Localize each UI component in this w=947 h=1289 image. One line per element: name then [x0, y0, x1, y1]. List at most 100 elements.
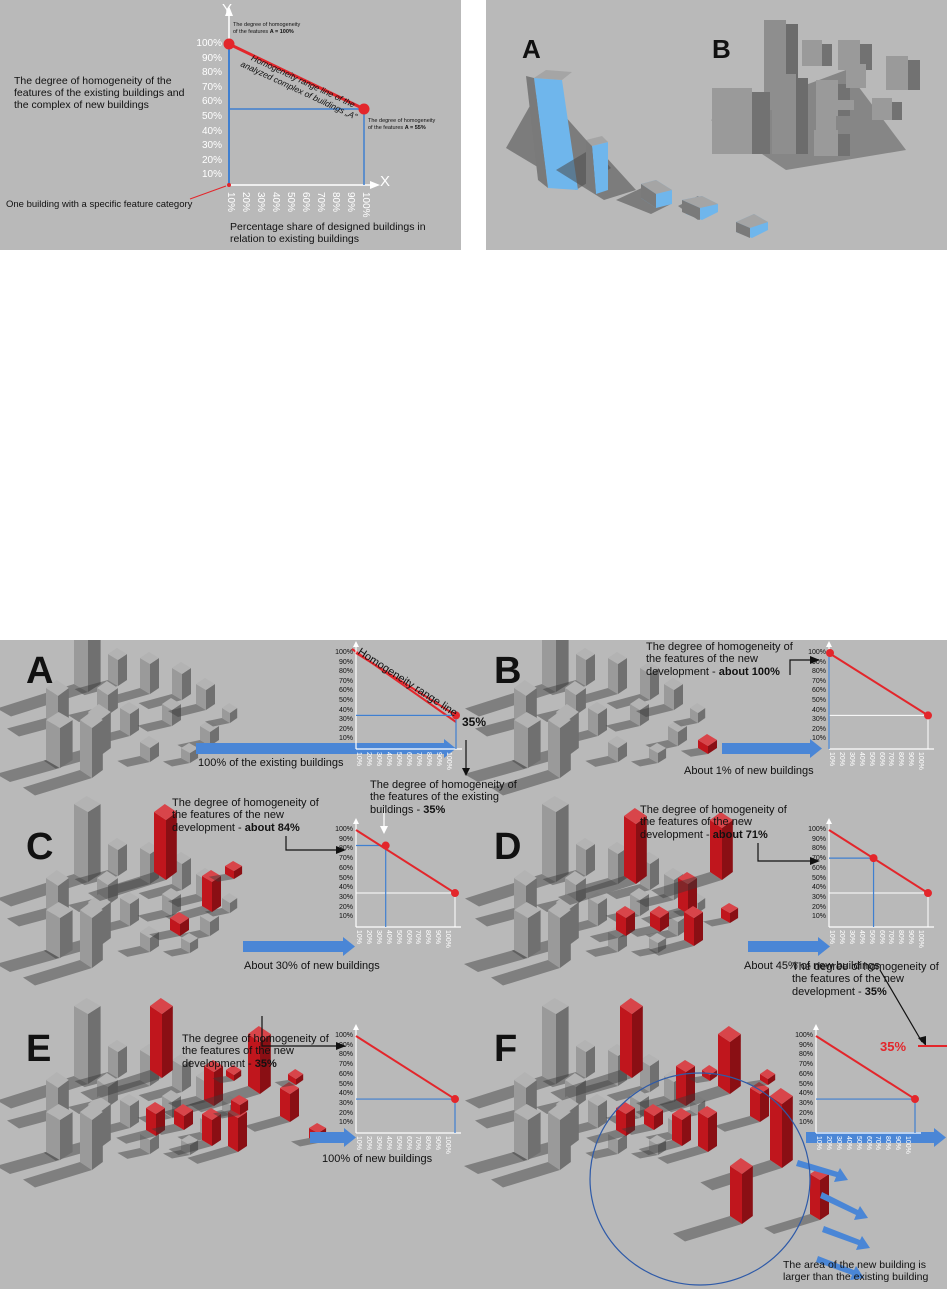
- existing-building-face: [140, 742, 150, 762]
- existing-building-face: [514, 910, 528, 958]
- existing-building-shadow: [606, 694, 650, 710]
- existing-building-shadow: [491, 960, 560, 986]
- new-building-shadow: [680, 748, 708, 757]
- mini-y-arrow: [826, 818, 832, 824]
- existing-building-top: [88, 894, 111, 910]
- existing-building-side: [108, 1080, 118, 1107]
- mini-x-tick: 90%: [435, 752, 442, 767]
- existing-building-face: [608, 848, 618, 884]
- top-x-tick: 90%: [345, 192, 356, 213]
- mini-y-tick: 50%: [338, 1080, 353, 1088]
- new-building-top: [248, 1026, 271, 1042]
- existing-building-side: [528, 910, 541, 958]
- existing-building-top: [556, 894, 579, 910]
- existing-building-side: [172, 704, 181, 726]
- top-right-label-b: B: [712, 34, 731, 64]
- existing-building-side: [150, 1134, 159, 1154]
- top-range-line: [228, 42, 365, 111]
- top-end-note-line2: of the features: [368, 124, 405, 131]
- existing-building-face: [200, 916, 210, 936]
- existing-building-shadow: [163, 758, 190, 767]
- existing-building-face: [664, 1076, 674, 1102]
- existing-building-side: [598, 898, 607, 926]
- mini-y-tick: 40%: [338, 884, 353, 892]
- existing-building-shadow: [605, 720, 640, 732]
- top-y-tick: 80%: [201, 67, 222, 79]
- new-building-face: [248, 1034, 260, 1094]
- mini-marker: [869, 854, 878, 863]
- top-start-note: The degree of homogeneity of the feature…: [233, 22, 300, 36]
- mini-x-tick: 40%: [385, 752, 392, 767]
- mini-y-tick: 90%: [811, 835, 826, 843]
- top-bottom-caption: Percentage share of designed buildings i…: [230, 221, 426, 245]
- new-building-top: [672, 1108, 691, 1120]
- top-x-axis: [229, 181, 380, 189]
- mini-x-tick: 80%: [897, 752, 905, 767]
- mini-y-tick: 60%: [338, 864, 353, 872]
- new-building-side: [296, 1074, 304, 1085]
- mini-chart-e: [353, 1024, 461, 1134]
- top-y-tick: 30%: [201, 140, 222, 152]
- new-building-side: [654, 1110, 663, 1130]
- existing-building-top: [172, 662, 191, 674]
- new-building-top: [624, 808, 647, 824]
- existing-building-top: [548, 902, 571, 918]
- new-building-shadow: [80, 1070, 162, 1101]
- existing-building-face: [120, 1100, 130, 1128]
- existing-building-side: [576, 878, 586, 905]
- new-building-shadow: [88, 872, 166, 901]
- mini-y-tick: 20%: [811, 725, 826, 733]
- top-chart-svg: [189, 6, 380, 200]
- existing-building-top: [108, 648, 127, 660]
- building-b-group: [711, 20, 920, 170]
- existing-building-shadow: [631, 758, 658, 767]
- mini-x-tick: 40%: [384, 930, 392, 945]
- top-right-label-a: A: [522, 34, 541, 64]
- existing-building-side: [528, 1112, 541, 1160]
- new-building-shadow: [550, 1070, 632, 1101]
- existing-building-top: [556, 704, 579, 720]
- existing-building-face: [576, 844, 586, 876]
- mini-range-line: [355, 652, 457, 717]
- existing-building-top: [120, 892, 139, 904]
- top-y-tick: 90%: [201, 52, 222, 64]
- existing-building-top: [172, 1054, 191, 1066]
- mini-y-tick: 100%: [795, 1032, 813, 1039]
- existing-building-shadow: [606, 884, 650, 900]
- existing-building-shadow: [636, 704, 674, 717]
- new-building-side: [682, 1114, 691, 1146]
- new-building-side: [234, 1070, 242, 1081]
- new-building-shadow: [621, 1124, 654, 1135]
- new-building-face: [225, 866, 234, 879]
- scenario-e-bar-label: 100% of new buildings: [322, 1153, 433, 1165]
- mini-x-tick: 90%: [434, 930, 442, 945]
- existing-building-top: [556, 1096, 579, 1112]
- mini-y-tick: 80%: [338, 845, 353, 853]
- mini-chart-d: [826, 818, 934, 928]
- existing-building-top: [74, 998, 101, 1014]
- existing-building-face: [664, 874, 674, 900]
- new-building-face: [204, 1066, 214, 1106]
- mini-y-tick: 60%: [338, 687, 353, 695]
- mini-x-tick: 40%: [857, 930, 865, 945]
- mini-chart-b: [825, 641, 934, 750]
- top-x-tick: 60%: [300, 192, 311, 213]
- new-building-face: [620, 1006, 632, 1078]
- scenario-b-progress-arrow: [722, 739, 822, 758]
- new-building-side: [694, 912, 703, 946]
- mini-x-tick: 20%: [837, 930, 845, 945]
- existing-building-side: [560, 1112, 571, 1170]
- existing-building-side: [556, 640, 569, 692]
- scenario-e-note-value: 35%: [254, 1057, 277, 1070]
- existing-building-side: [118, 844, 127, 876]
- mini-x-tick: 100%: [917, 930, 925, 948]
- new-building-top: [698, 734, 717, 746]
- city-f: [464, 998, 829, 1242]
- existing-building-face: [74, 640, 88, 692]
- new-building-top: [174, 1104, 193, 1116]
- new-building-top: [644, 1104, 663, 1116]
- mini-x-tick: 100%: [904, 1136, 912, 1154]
- scenario-e-progress-arrow: [310, 1128, 356, 1147]
- new-building-face: [730, 1166, 742, 1224]
- existing-building-side: [640, 894, 649, 916]
